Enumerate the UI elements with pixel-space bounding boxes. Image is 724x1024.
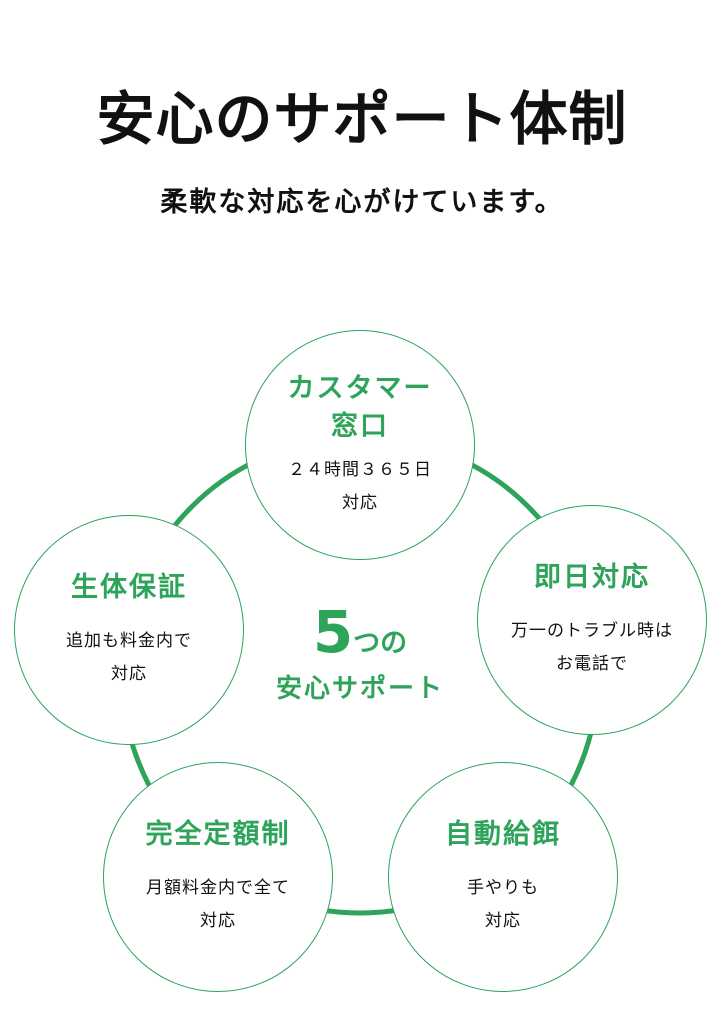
circle-heading: 即日対応	[534, 562, 650, 593]
page-subtitle: 柔軟な対応を心がけています。	[160, 187, 564, 218]
circle-text: 万一のトラブル時は	[511, 621, 673, 641]
circle-text: 追加も料金内で	[66, 631, 192, 651]
circle-text: 対応	[342, 493, 378, 513]
circle-heading: 生体保証	[71, 572, 187, 603]
support-circle-flat-rate: 完全定額制 月額料金内で全て 対応	[103, 762, 333, 992]
circle-text: お電話で	[556, 654, 628, 674]
circle-text: 月額料金内で全て	[146, 878, 290, 898]
circle-text: 対応	[485, 911, 521, 931]
circle-heading: 完全定額制	[145, 819, 291, 850]
circle-text: 対応	[200, 911, 236, 931]
support-circle-live-guarantee: 生体保証 追加も料金内で 対応	[14, 515, 244, 745]
center-label: 5つの 安心サポート	[260, 600, 460, 705]
circle-heading: 窓口	[331, 411, 389, 442]
support-circle-customer-window: カスタマー 窓口 ２４時間３６５日 対応	[245, 330, 475, 560]
center-text: 安心サポート	[275, 674, 444, 704]
circle-heading: カスタマー	[287, 373, 433, 404]
circle-heading: 自動給餌	[445, 819, 561, 850]
circle-text: 対応	[111, 664, 147, 684]
support-circle-auto-feeding: 自動給餌 手やりも 対応	[388, 762, 618, 992]
support-circle-same-day: 即日対応 万一のトラブル時は お電話で	[477, 505, 707, 735]
center-suffix: つの	[353, 628, 408, 659]
circle-text: ２４時間３６５日	[288, 460, 432, 480]
circle-text: 手やりも	[467, 878, 539, 898]
center-number: 5	[312, 598, 354, 666]
page-title: 安心のサポート体制	[96, 85, 628, 153]
